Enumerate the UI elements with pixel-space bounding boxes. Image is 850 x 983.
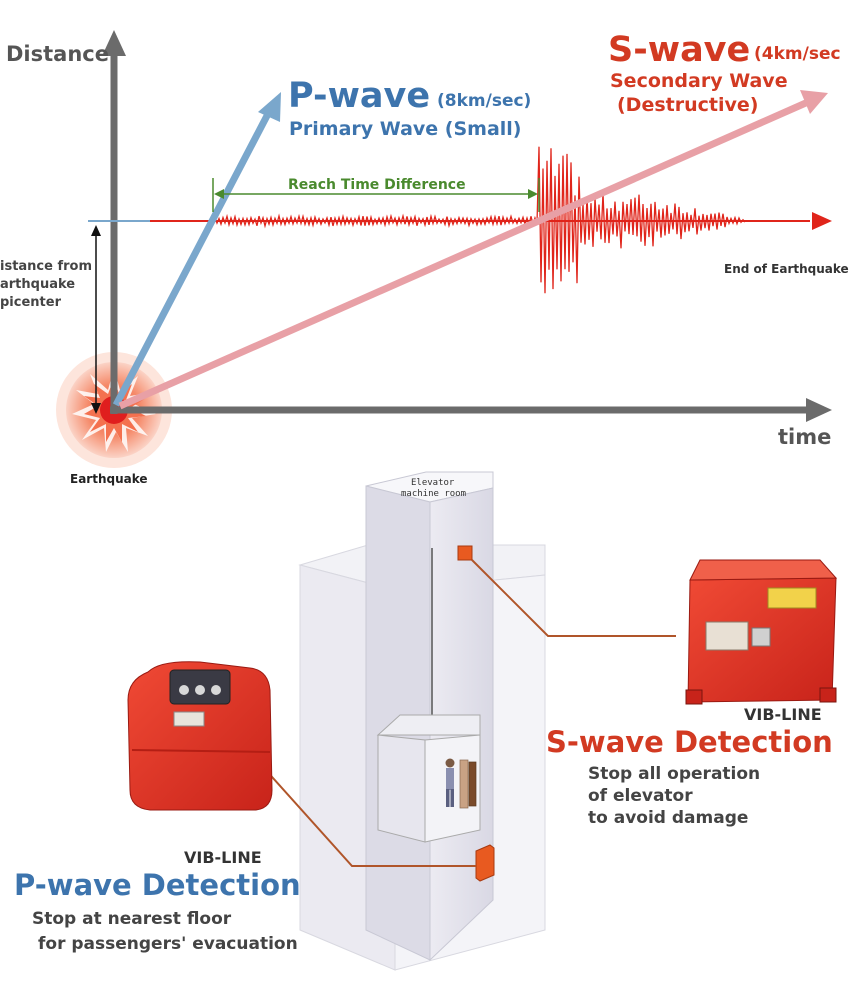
reach-time-bracket xyxy=(212,178,540,212)
seismogram-trace xyxy=(212,146,746,294)
s-wave-arrow xyxy=(118,98,810,410)
s-wave-speed: (4km/sec xyxy=(754,44,841,64)
s-detection-title: S-wave Detection xyxy=(546,725,833,759)
s-wave-device-icon xyxy=(685,559,838,705)
distance-label-line1: istance from xyxy=(0,259,93,274)
p-wave-sensor xyxy=(475,844,495,882)
p-wave-subtitle: Primary Wave (Small) xyxy=(289,118,522,140)
x-axis-label: time xyxy=(778,425,832,449)
earthquake-label: Earthquake xyxy=(70,472,148,486)
elevator-cabin xyxy=(376,714,481,843)
p-wave-title: P-wave xyxy=(288,76,431,116)
p-detection-desc-line1: Stop at nearest floor xyxy=(32,909,232,929)
p-detection-desc-line2: for passengers' evacuation xyxy=(38,934,298,954)
s-wave-subtitle-line1: Secondary Wave xyxy=(610,70,788,92)
p-wave-speed: (8km/sec) xyxy=(437,91,532,111)
y-axis-label: Distance xyxy=(6,42,109,66)
distance-label-line3: picenter xyxy=(0,295,61,310)
p-wave-leader-line xyxy=(254,757,476,867)
s-wave-arrowhead xyxy=(800,90,828,114)
p-wave-arrow xyxy=(112,108,274,407)
end-of-earthquake-label: End of Earthquake xyxy=(724,262,849,276)
machine-room-label-line2: machine room xyxy=(401,489,467,499)
s-wave-sensor xyxy=(457,545,473,561)
s-detection-desc-line3: to avoid damage xyxy=(588,808,749,828)
s-detection-desc-line1: Stop all operation xyxy=(588,764,761,784)
p-wave-arrowhead xyxy=(258,92,281,122)
p-detection-product: VIB-LINE xyxy=(184,848,262,867)
seismic-graph xyxy=(56,30,832,468)
reach-time-label: Reach Time Difference xyxy=(288,177,466,193)
s-wave-subtitle-line2: (Destructive) xyxy=(617,94,759,116)
elevator-illustration xyxy=(127,471,838,971)
s-wave-title: S-wave xyxy=(608,30,751,70)
s-detection-desc-line2: of elevator xyxy=(588,786,693,806)
distance-label-line2: arthquake xyxy=(0,277,76,292)
p-detection-title: P-wave Detection xyxy=(14,868,301,902)
p-wave-device-icon xyxy=(127,661,273,811)
y-axis-arrow xyxy=(102,30,126,56)
s-detection-product: VIB-LINE xyxy=(744,705,822,724)
distance-line-arrow xyxy=(812,212,832,230)
s-wave-leader-line xyxy=(471,559,676,637)
x-axis-arrow xyxy=(806,398,832,422)
machine-room-label-line1: Elevator xyxy=(411,478,455,488)
